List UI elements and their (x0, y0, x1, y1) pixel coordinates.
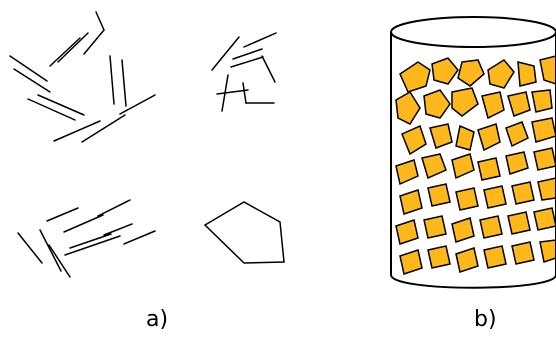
cylinder-top-ellipse (390, 16, 556, 48)
grain-pile (395, 55, 556, 275)
stick-cluster-random (211, 32, 277, 112)
panel-a-label: a) (146, 307, 169, 332)
panel-a-drawings (9, 11, 285, 278)
cylinder-body (390, 32, 556, 289)
stick-cluster-pentagon (203, 201, 285, 264)
stick-cluster-ring (9, 11, 156, 143)
panel-b-label: b) (474, 307, 497, 332)
stick-cluster-parallel (17, 199, 156, 278)
panel-b-cylinder (390, 16, 556, 289)
